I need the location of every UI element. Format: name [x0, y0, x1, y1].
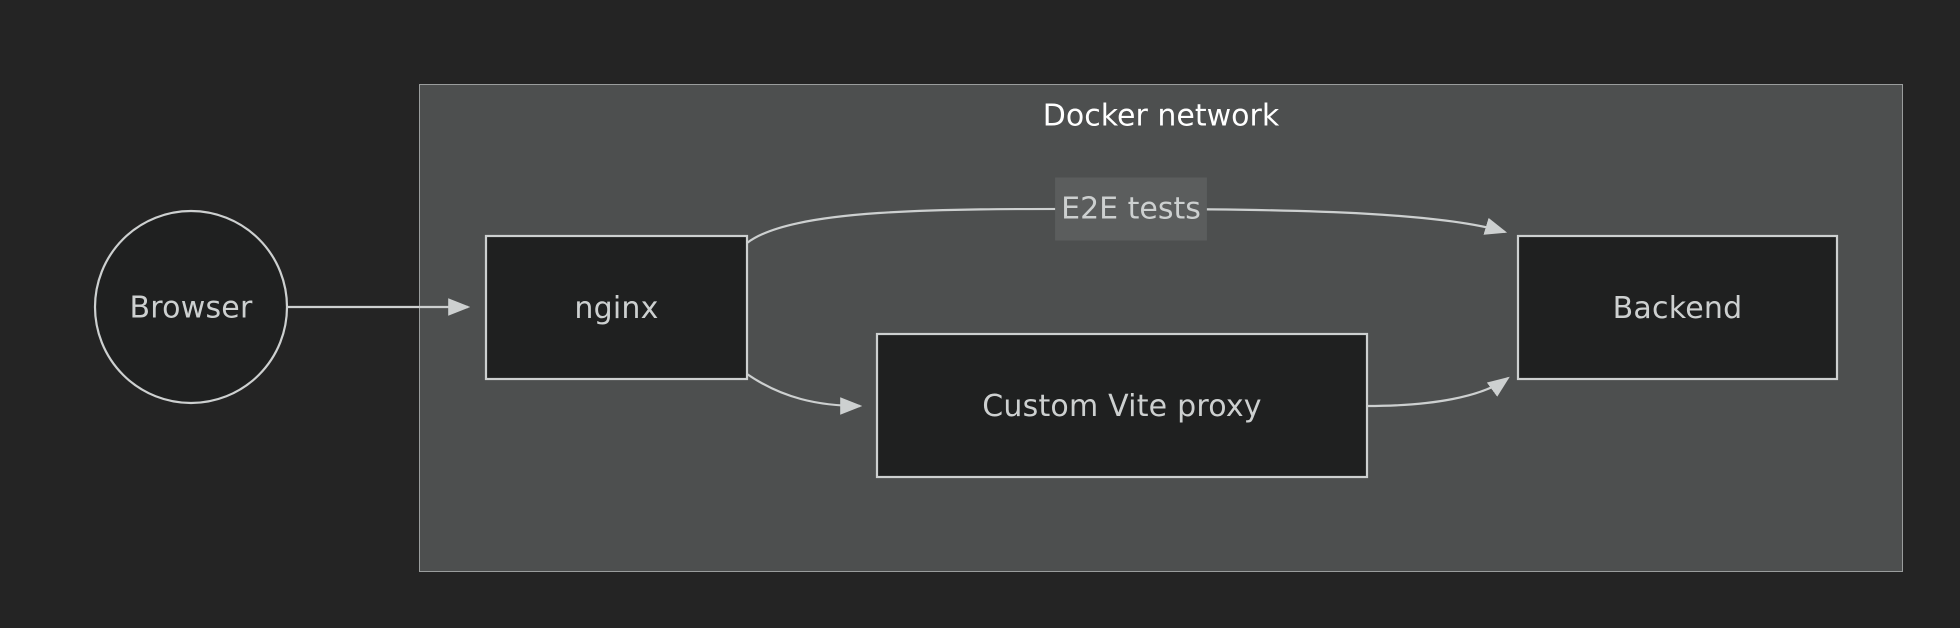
- node-custom-vite-proxy[interactable]: Custom Vite proxy: [875, 332, 1369, 479]
- edge-label-e2e-tests: E2E tests: [1055, 177, 1207, 241]
- browser-circle[interactable]: [93, 209, 289, 405]
- custom-vite-proxy-label: Custom Vite proxy: [982, 389, 1261, 424]
- nginx-label: nginx: [574, 291, 658, 326]
- node-nginx[interactable]: nginx: [484, 234, 749, 381]
- backend-box[interactable]: [1516, 234, 1839, 381]
- cluster-title: Docker network: [1043, 99, 1280, 134]
- browser-label: Browser: [130, 291, 253, 326]
- edge-label-background: [1055, 177, 1207, 241]
- custom-vite-proxy-box[interactable]: [875, 332, 1369, 479]
- edge-vite-to-backend[interactable]: [1366, 376, 1510, 408]
- backend-label: Backend: [1613, 291, 1743, 326]
- edge-label-text: E2E tests: [1061, 192, 1201, 227]
- nginx-box[interactable]: [484, 234, 749, 381]
- node-browser[interactable]: Browser: [93, 209, 289, 405]
- node-backend[interactable]: Backend: [1516, 234, 1839, 381]
- edge-nginx-to-vite[interactable]: [746, 373, 863, 415]
